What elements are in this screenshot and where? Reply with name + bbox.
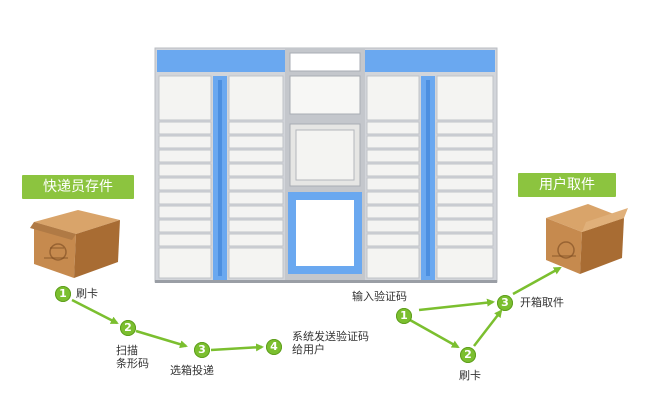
user-title-badge: 用户取件: [518, 173, 616, 197]
step-number: 3: [194, 342, 210, 358]
step-number: 1: [55, 286, 71, 302]
step-label: 刷卡: [459, 369, 481, 382]
step-label: 输入验证码: [352, 290, 407, 303]
courier-title-badge: 快递员存件: [22, 175, 134, 199]
step-label: 开箱取件: [520, 296, 564, 309]
step-number: 4: [266, 339, 282, 355]
step-label: 刷卡: [76, 287, 98, 300]
step-number: 1: [396, 308, 412, 324]
package-box-icon: [30, 210, 120, 278]
package-box-icon: [546, 204, 628, 274]
step-number: 2: [120, 320, 136, 336]
step-label: 选箱投递: [170, 364, 214, 377]
step-label: 系统发送验证码 给用户: [292, 330, 369, 356]
step-label: 扫描 条形码: [116, 344, 149, 370]
step-number: 3: [497, 295, 513, 311]
step-number: 2: [460, 347, 476, 363]
